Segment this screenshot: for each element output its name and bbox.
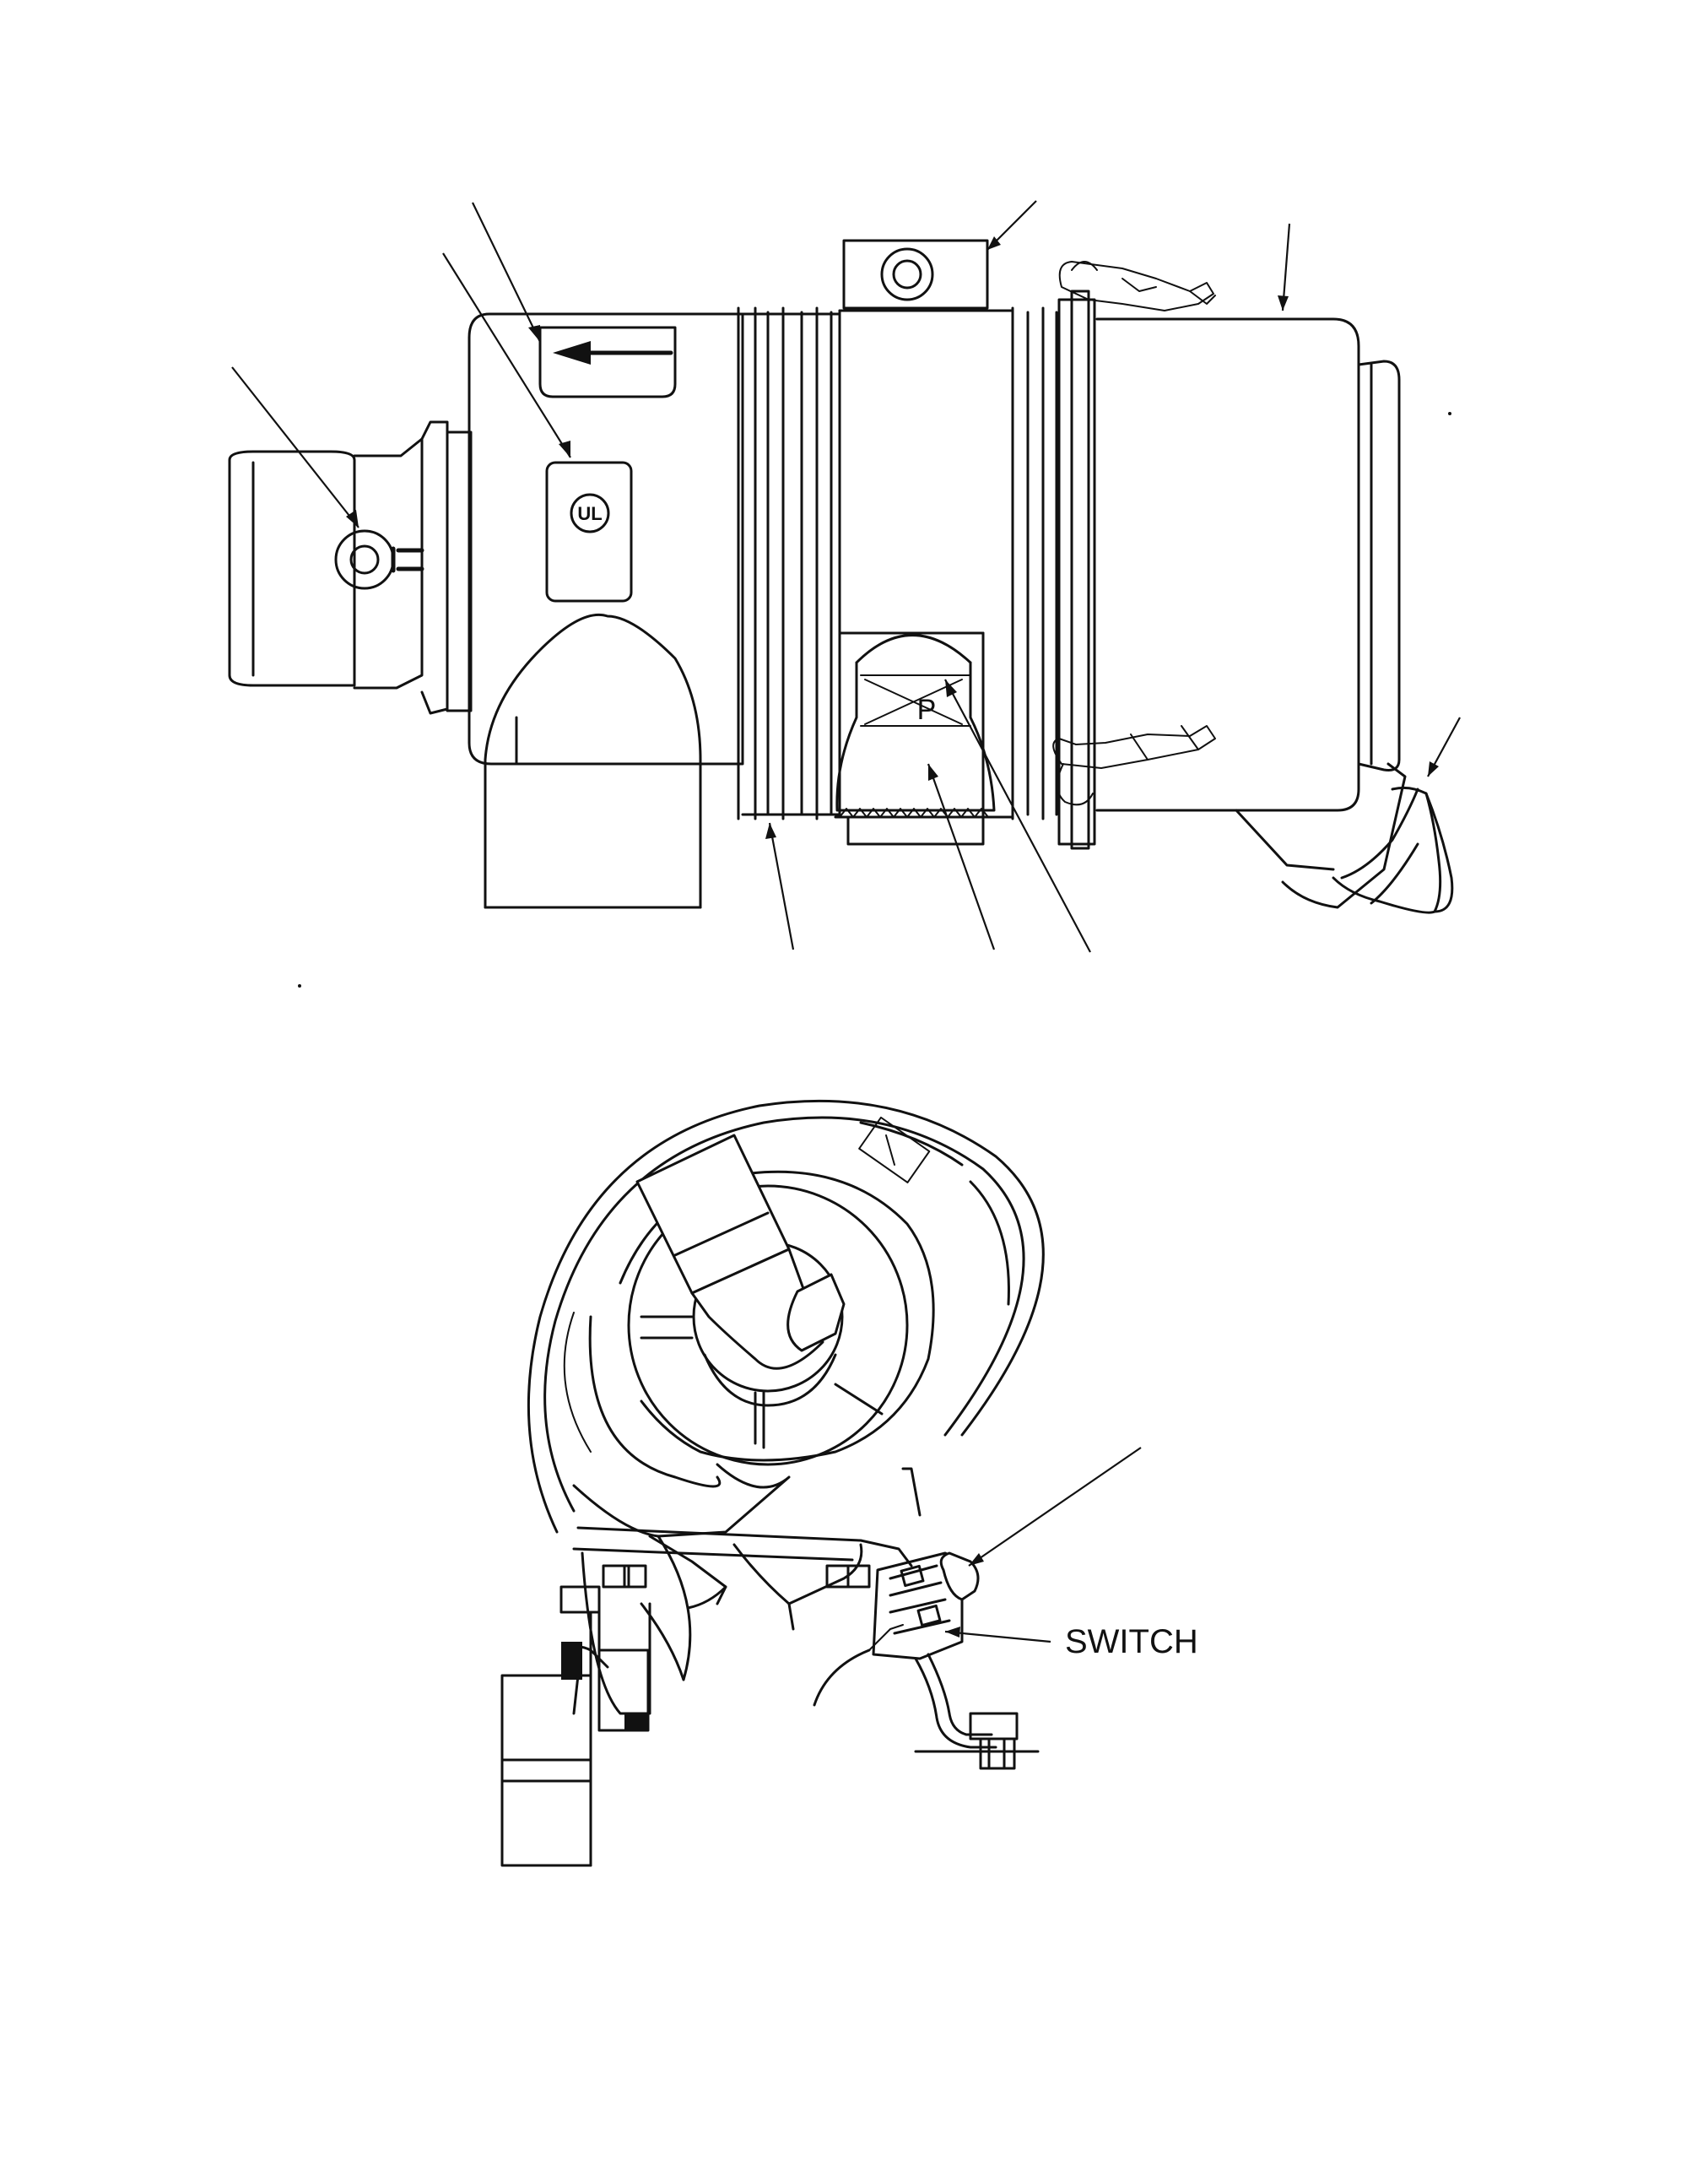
ul-mark-text: UL — [577, 503, 602, 524]
ul-listing-mark-icon: UL — [545, 461, 633, 603]
support-block — [500, 1674, 592, 1867]
leader-band — [768, 822, 795, 950]
leader-switch-label — [944, 1630, 1051, 1643]
leader-element — [927, 763, 996, 950]
vacuator-valve-icon — [1235, 762, 1454, 914]
restriction-indicator-icon — [334, 529, 424, 590]
end-housing — [527, 1099, 1045, 1534]
cover — [1095, 317, 1401, 812]
element-window: P — [834, 631, 997, 846]
flow-direction-arrow-icon — [538, 326, 677, 398]
end-inlet-tube — [635, 1134, 846, 1370]
center-bands — [737, 306, 1058, 820]
switch-label: SWITCH — [1065, 1623, 1198, 1660]
leader-indicator — [231, 366, 359, 528]
top-latch — [1058, 261, 1216, 311]
leader-lines — [231, 200, 1461, 953]
end-view: SWITCH — [500, 1099, 1198, 1867]
mount-bracket — [559, 1526, 913, 1867]
leader-ul-decal — [442, 252, 571, 458]
element-mark-text: P — [917, 694, 937, 726]
clamp-ring — [1057, 290, 1096, 850]
leader-switch-connector — [968, 1447, 1142, 1567]
bottom-latch — [1052, 725, 1216, 806]
inlet-tube — [228, 420, 473, 715]
outlet-duct — [484, 613, 702, 909]
leader-element-cap — [944, 679, 1091, 953]
side-view: UL — [228, 200, 1461, 988]
mounting-boss — [842, 239, 989, 310]
switch-leaders — [944, 1447, 1142, 1643]
leader-arrow-decal — [472, 202, 541, 343]
cleaner-body — [468, 312, 841, 816]
end-outlet-duct — [572, 1463, 863, 1681]
